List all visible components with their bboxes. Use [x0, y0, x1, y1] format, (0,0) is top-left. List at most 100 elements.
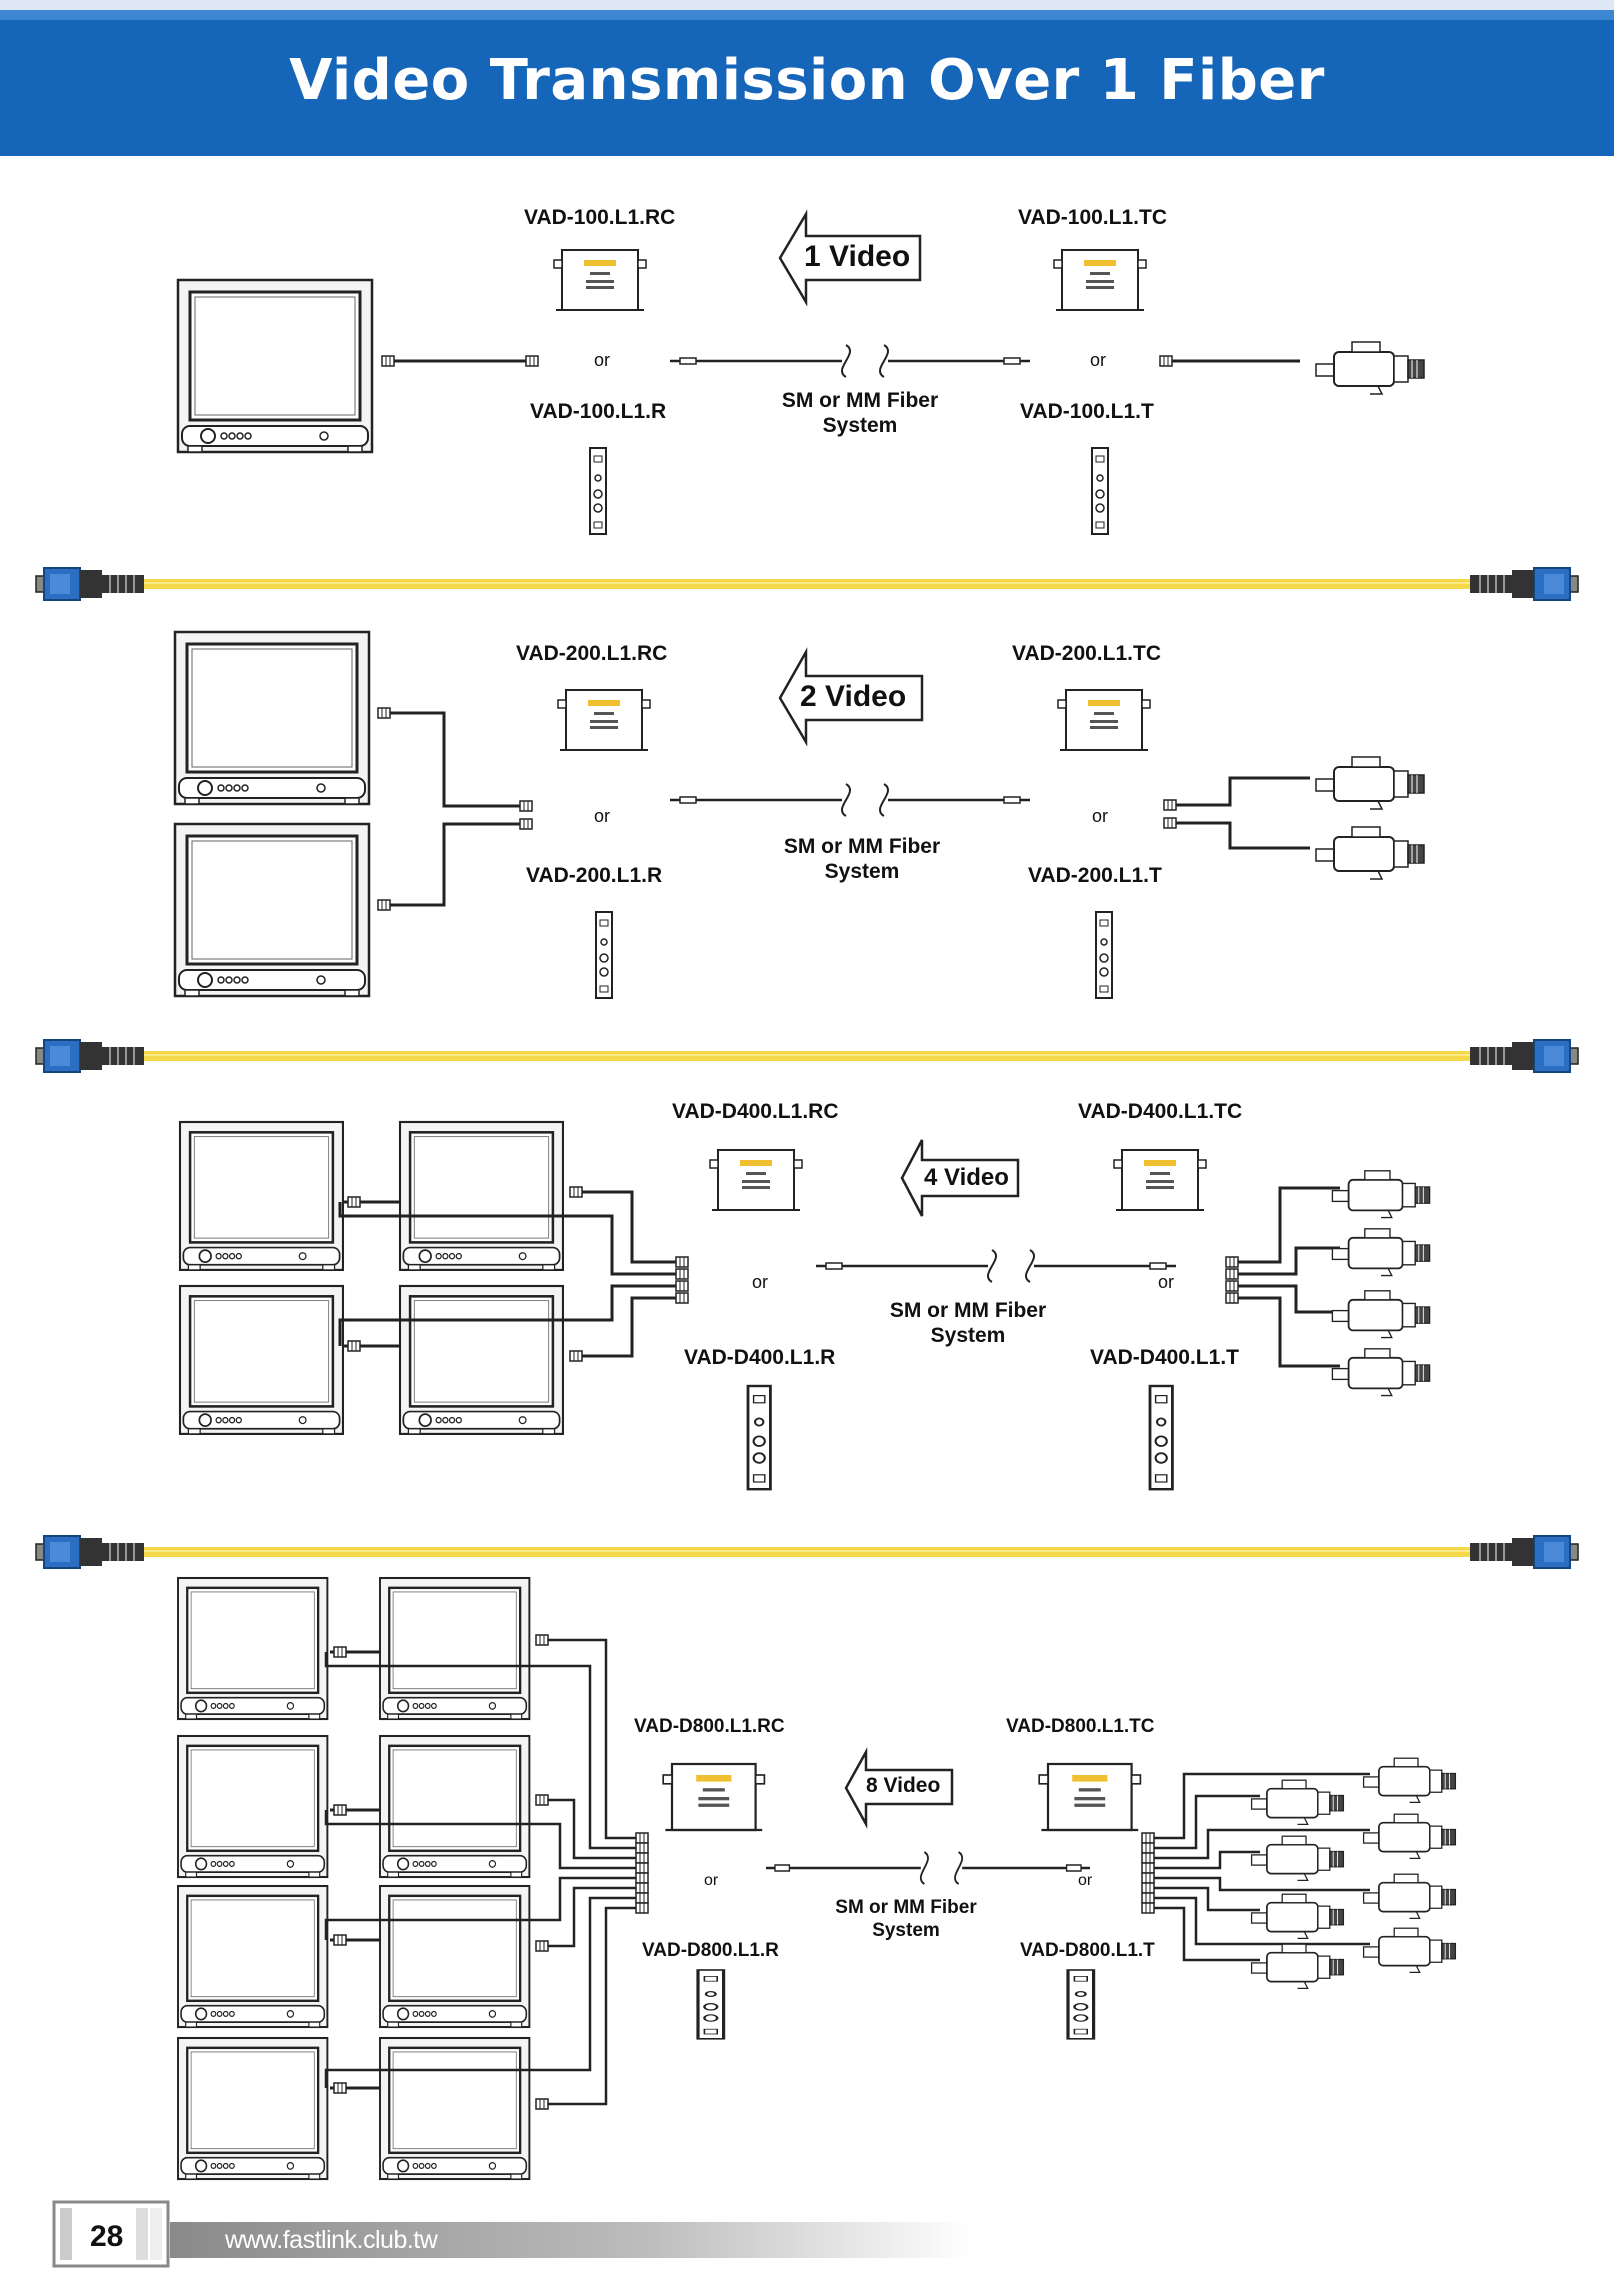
- receiver-converter-label: VAD-100.L1.RC: [524, 206, 676, 229]
- or-label: or: [1158, 1272, 1175, 1292]
- monitor-icon: [176, 1884, 329, 2029]
- camera-icon: [1362, 1873, 1457, 1920]
- transmitter-card-icon: [1148, 1384, 1174, 1491]
- fiber-divider-2: [35, 1039, 1579, 1073]
- camera-icon: [1331, 1347, 1431, 1397]
- fiber-link-icon: [814, 1248, 1178, 1284]
- camera-icon: [1250, 1943, 1345, 1990]
- arrow-left-icon: [900, 1139, 1020, 1217]
- camera-icon: [1362, 1757, 1457, 1804]
- receiver-converter-label: VAD-D400.L1.RC: [672, 1100, 839, 1123]
- fiber-connector-icon: [35, 567, 145, 601]
- receiver-converter-label: VAD-D800.L1.RC: [634, 1716, 785, 1737]
- or-label: or: [752, 1272, 769, 1292]
- camera-icon: [1315, 756, 1425, 810]
- camera-icon: [1315, 341, 1425, 395]
- video-count-label: 1 Video: [804, 240, 911, 273]
- page-title: Video Transmission Over 1 Fiber: [289, 48, 1325, 113]
- monitor-icon: [378, 1734, 531, 1879]
- section-2-diagram: [173, 630, 1425, 999]
- video-count-label: 4 Video: [924, 1164, 1009, 1191]
- fiber-connector-icon: [1469, 1535, 1579, 1569]
- monitor-icon: [173, 822, 371, 998]
- transmitter-converter-label: VAD-D400.L1.TC: [1078, 1100, 1243, 1123]
- camera-icon: [1331, 1289, 1431, 1339]
- receiver-box-icon: [662, 1762, 766, 1832]
- fiber-divider-1: [35, 567, 1579, 601]
- footer-bar: [52, 2200, 970, 2268]
- transmitter-card-label: VAD-D400.L1.T: [1090, 1346, 1239, 1369]
- receiver-card-icon: [696, 1968, 726, 2041]
- section-1-diagram: [176, 209, 1425, 535]
- receiver-box-icon: [557, 689, 651, 751]
- receiver-card-label: VAD-100.L1.R: [530, 400, 667, 423]
- fiber-connector-icon: [1469, 567, 1579, 601]
- transmitter-card-label: VAD-100.L1.T: [1020, 400, 1154, 423]
- fiber-link-icon: [764, 1850, 1092, 1886]
- receiver-card-label: VAD-D400.L1.R: [684, 1346, 836, 1369]
- transmitter-card-icon: [1091, 447, 1109, 535]
- fiber-connector-icon: [35, 1039, 145, 1073]
- monitor-icon: [176, 278, 374, 454]
- camera-icon: [1362, 1813, 1457, 1860]
- camera-icon: [1250, 1893, 1345, 1940]
- transmitter-card-label: VAD-200.L1.T: [1028, 864, 1162, 887]
- receiver-converter-label: VAD-200.L1.RC: [516, 642, 668, 665]
- page-header: Video Transmission Over 1 Fiber: [0, 0, 1614, 156]
- transmitter-box-icon: [1038, 1762, 1142, 1832]
- or-label: or: [594, 350, 611, 370]
- camera-icon: [1331, 1227, 1431, 1277]
- bnc-connector-icon: [377, 899, 391, 911]
- transmitter-converter-label: VAD-D800.L1.TC: [1006, 1716, 1155, 1737]
- or-label: or: [704, 1872, 719, 1889]
- camera-icon: [1250, 1835, 1345, 1882]
- transmitter-box-icon: [1113, 1149, 1207, 1211]
- bnc-connector-icon: [377, 707, 391, 719]
- transmitter-box-icon: [1053, 249, 1147, 311]
- arrow-left-icon: [778, 209, 922, 307]
- receiver-card-label: VAD-200.L1.R: [526, 864, 663, 887]
- transmitter-card-icon: [1095, 911, 1113, 999]
- camera-icon: [1315, 826, 1425, 880]
- camera-icon: [1331, 1169, 1431, 1219]
- or-label: or: [1090, 350, 1107, 370]
- receiver-card-icon: [589, 447, 607, 535]
- bnc-connector-icon: [1159, 355, 1173, 367]
- monitor-icon: [378, 1576, 531, 1721]
- monitor-icon: [398, 1284, 565, 1436]
- fiber-link-icon: [668, 782, 1032, 818]
- fiber-link-icon: [668, 343, 1032, 379]
- monitor-icon: [176, 1734, 329, 1879]
- monitor-icon: [176, 1576, 329, 1721]
- monitor-icon: [378, 1884, 531, 2029]
- receiver-card-icon: [746, 1384, 772, 1491]
- section-3-diagram: [178, 1120, 1431, 1491]
- section-4-diagram: [176, 1576, 1457, 2181]
- monitor-icon: [178, 1120, 345, 1272]
- camera-icon: [1250, 1779, 1345, 1826]
- monitor-icon: [176, 2036, 329, 2181]
- page-number: 28: [90, 2220, 124, 2253]
- or-label: or: [1078, 1872, 1093, 1889]
- transmitter-box-icon: [1057, 689, 1151, 751]
- transmitter-converter-label: VAD-200.L1.TC: [1012, 642, 1161, 665]
- receiver-card-icon: [595, 911, 613, 999]
- monitor-icon: [173, 630, 371, 806]
- or-label: or: [594, 806, 611, 826]
- fiber-connector-icon: [35, 1535, 145, 1569]
- monitor-icon: [178, 1284, 345, 1436]
- footer-url: www.fastlink.club.tw: [225, 2226, 438, 2254]
- camera-icon: [1362, 1927, 1457, 1974]
- video-count-label: 2 Video: [800, 680, 907, 713]
- arrow-left-icon: [778, 647, 924, 747]
- receiver-box-icon: [553, 249, 647, 311]
- transmitter-card-icon: [1066, 1968, 1096, 2041]
- transmitter-converter-label: VAD-100.L1.TC: [1018, 206, 1167, 229]
- bnc-connector-icon: [525, 355, 539, 367]
- fiber-divider-3: [35, 1535, 1579, 1569]
